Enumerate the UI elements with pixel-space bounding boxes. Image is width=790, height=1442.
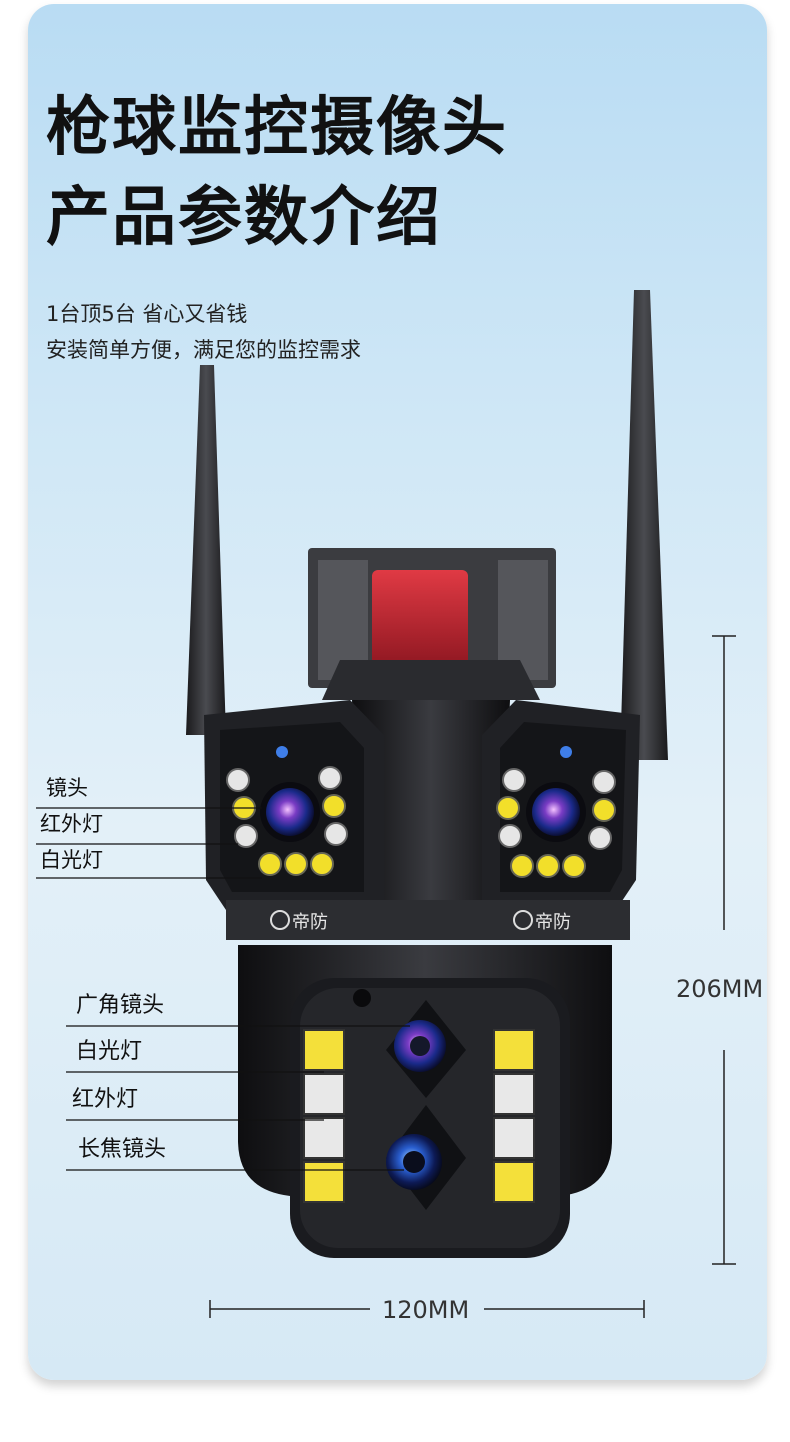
brand-band [226,900,630,940]
height-dimension: 206MM [676,975,764,1003]
title-line-1: 枪球监控摄像头 [46,91,508,165]
center-neck [352,700,510,930]
brand-logo-icon [270,910,290,930]
label-telephoto-lens: 长焦镜头 [78,1137,167,1162]
label-white-light: 白光灯 [40,848,103,872]
width-dimension: 120MM [382,1296,470,1324]
left-bullet-lens [266,788,314,836]
brand-right: 帝防 [535,912,571,933]
label-wide-angle-lens: 广角镜头 [76,993,165,1018]
subtitle-line-1: 1台顶5台 省心又省钱 [46,302,248,326]
title-line-2: 产品参数介绍 [46,181,442,255]
brand-left: 帝防 [292,912,328,933]
label-lens: 镜头 [46,776,88,800]
right-antenna [620,290,668,760]
red-mount [372,570,468,670]
brand-logo-icon [513,910,533,930]
right-bullet-lens [532,788,580,836]
subtitle-line-2: 安装简单方便，满足您的监控需求 [46,338,361,362]
label-ir-light: 红外灯 [40,812,103,836]
label-ir-light-lower: 红外灯 [72,1087,139,1112]
left-antenna [186,365,226,735]
label-white-light-lower: 白光灯 [76,1039,143,1064]
